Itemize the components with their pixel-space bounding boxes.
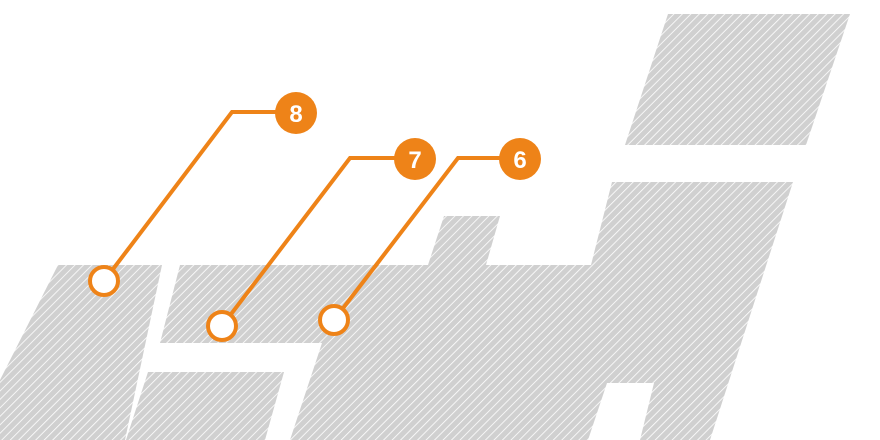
floor-areas — [0, 14, 850, 440]
callout-7[interactable]: 7 — [206, 138, 436, 342]
floor-area-left-wing — [0, 265, 162, 440]
callout-8-marker[interactable] — [88, 265, 120, 297]
callout-6-badge[interactable] — [499, 138, 541, 180]
callout-6-marker[interactable] — [318, 304, 350, 336]
floor-area-top-middle-strip — [160, 265, 430, 343]
callout-6[interactable]: 6 — [318, 138, 541, 336]
callout-7-marker[interactable] — [206, 310, 238, 342]
callout-8-leader-line — [102, 110, 277, 283]
callout-6-number: 6 — [513, 147, 526, 174]
callout-6-leader-line — [332, 156, 500, 322]
floor-area-bottom-left-room — [126, 372, 284, 440]
callout-7-number: 7 — [408, 147, 421, 174]
callout-8-badge[interactable] — [275, 92, 317, 134]
floor-area-main-block — [290, 182, 793, 440]
callout-8[interactable]: 8 — [88, 92, 317, 297]
callout-8-number: 8 — [289, 101, 302, 128]
floor-area-top-right — [625, 14, 850, 145]
callout-7-badge[interactable] — [394, 138, 436, 180]
callout-7-leader-line — [220, 156, 396, 328]
